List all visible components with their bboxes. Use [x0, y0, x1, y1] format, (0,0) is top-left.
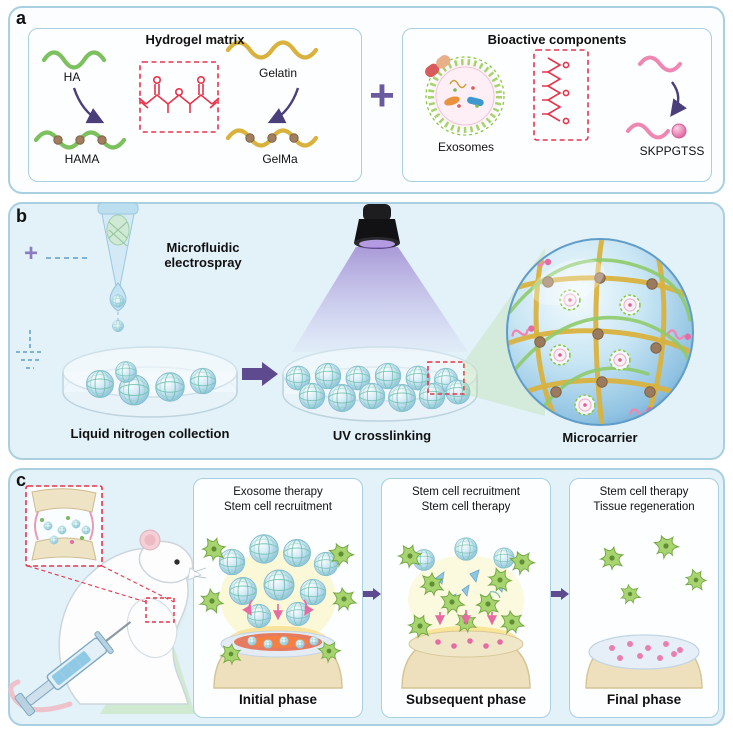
exosomes-label: Exosomes: [437, 140, 495, 154]
charge-plus-sign: +: [24, 240, 39, 267]
panel-b: [8, 202, 725, 460]
phase3-header-line1: Stem cell therapy: [599, 486, 689, 498]
skppgtss-label: SKPPGTSS: [639, 144, 705, 158]
uv-crosslinking-label: UV crosslinking: [332, 428, 432, 443]
phase2-header-line1: Stem cell recruitment: [411, 486, 520, 498]
liquid-nitrogen-label: Liquid nitrogen collection: [70, 426, 230, 441]
phase1-header-line2: Stem cell recruitment: [223, 501, 332, 513]
phase2-label: Subsequent phase: [405, 692, 527, 707]
gelma-label: GelMa: [262, 152, 298, 166]
panel-a-label: a: [16, 8, 27, 28]
phase1-label: Initial phase: [238, 692, 318, 707]
bioactive-components-box: [402, 28, 712, 182]
electrospray-label: Microfluidic electrospray: [164, 240, 242, 270]
phase1-header-line1: Exosome therapy: [233, 486, 323, 498]
ha-label: HA: [63, 70, 81, 84]
panel-b-label: b: [16, 206, 27, 226]
plus-sign: +: [369, 71, 395, 120]
gelatin-label: Gelatin: [258, 66, 298, 80]
phase3-header-line2: Tissue regeneration: [593, 501, 695, 513]
panel-c-label: c: [16, 470, 27, 490]
microcarrier-label: Microcarrier: [562, 430, 638, 445]
phase3-label: Final phase: [606, 692, 682, 707]
hydrogel-matrix-title: Hydrogel matrix: [145, 32, 245, 47]
phase2-header-line2: Stem cell therapy: [421, 501, 511, 513]
bioactive-components-title: Bioactive components: [487, 32, 627, 47]
hama-label: HAMA: [64, 152, 100, 166]
